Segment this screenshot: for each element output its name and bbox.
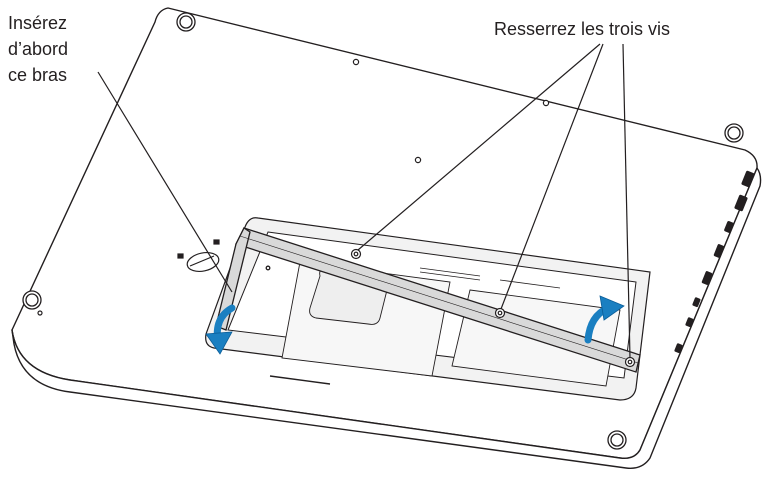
screw-icon <box>624 356 636 368</box>
latch-slot <box>189 255 215 267</box>
foot-top-left-inner <box>179 15 193 29</box>
screw-icon <box>494 307 506 319</box>
leader-screw-3 <box>622 43 631 359</box>
port <box>741 170 755 188</box>
case-screw <box>542 99 550 107</box>
port <box>724 221 734 233</box>
leader-insert-arm <box>97 71 233 293</box>
foot-right-inner <box>727 126 741 140</box>
bracket-screws <box>350 248 636 368</box>
callout-leaders <box>97 43 631 359</box>
leader-screw-2 <box>500 43 604 310</box>
insert-arrow-icon <box>205 304 236 355</box>
bracket-short-arm <box>215 227 251 331</box>
memory-bracket <box>215 227 641 373</box>
insert-arm-line3: ce bras <box>8 65 68 85</box>
unlock-icon <box>213 239 220 245</box>
insert-arm-line2: d’abord <box>8 39 69 59</box>
port <box>734 194 748 212</box>
case-side-edge <box>11 167 762 469</box>
case-screws <box>37 58 550 316</box>
foot-bottom-left-inner <box>25 293 39 307</box>
case-screw <box>414 156 422 164</box>
tighten-screws-callout: Resserrez les trois vis <box>494 19 671 39</box>
bracket-edge <box>239 235 639 364</box>
port <box>685 317 694 328</box>
case-screw <box>352 58 360 66</box>
screw-icon <box>350 248 362 260</box>
leader-screw-1 <box>357 43 601 251</box>
foot-bottom-right-inner <box>610 433 624 447</box>
insert-arm-line1: Insérez <box>8 13 68 33</box>
port <box>674 343 683 354</box>
side-ports <box>674 170 755 354</box>
connector-strip <box>419 267 561 289</box>
case-front-lip <box>269 375 331 385</box>
port <box>713 244 725 258</box>
bracket-hole <box>265 265 271 271</box>
insert-arm-callout: Insérez d’abord ce bras <box>8 10 68 88</box>
rubber-feet <box>22 12 744 450</box>
lock-icon <box>177 253 184 259</box>
port <box>701 271 713 285</box>
port <box>692 297 701 308</box>
case-screw <box>37 310 43 316</box>
rotate-arrow-icon <box>584 295 625 344</box>
